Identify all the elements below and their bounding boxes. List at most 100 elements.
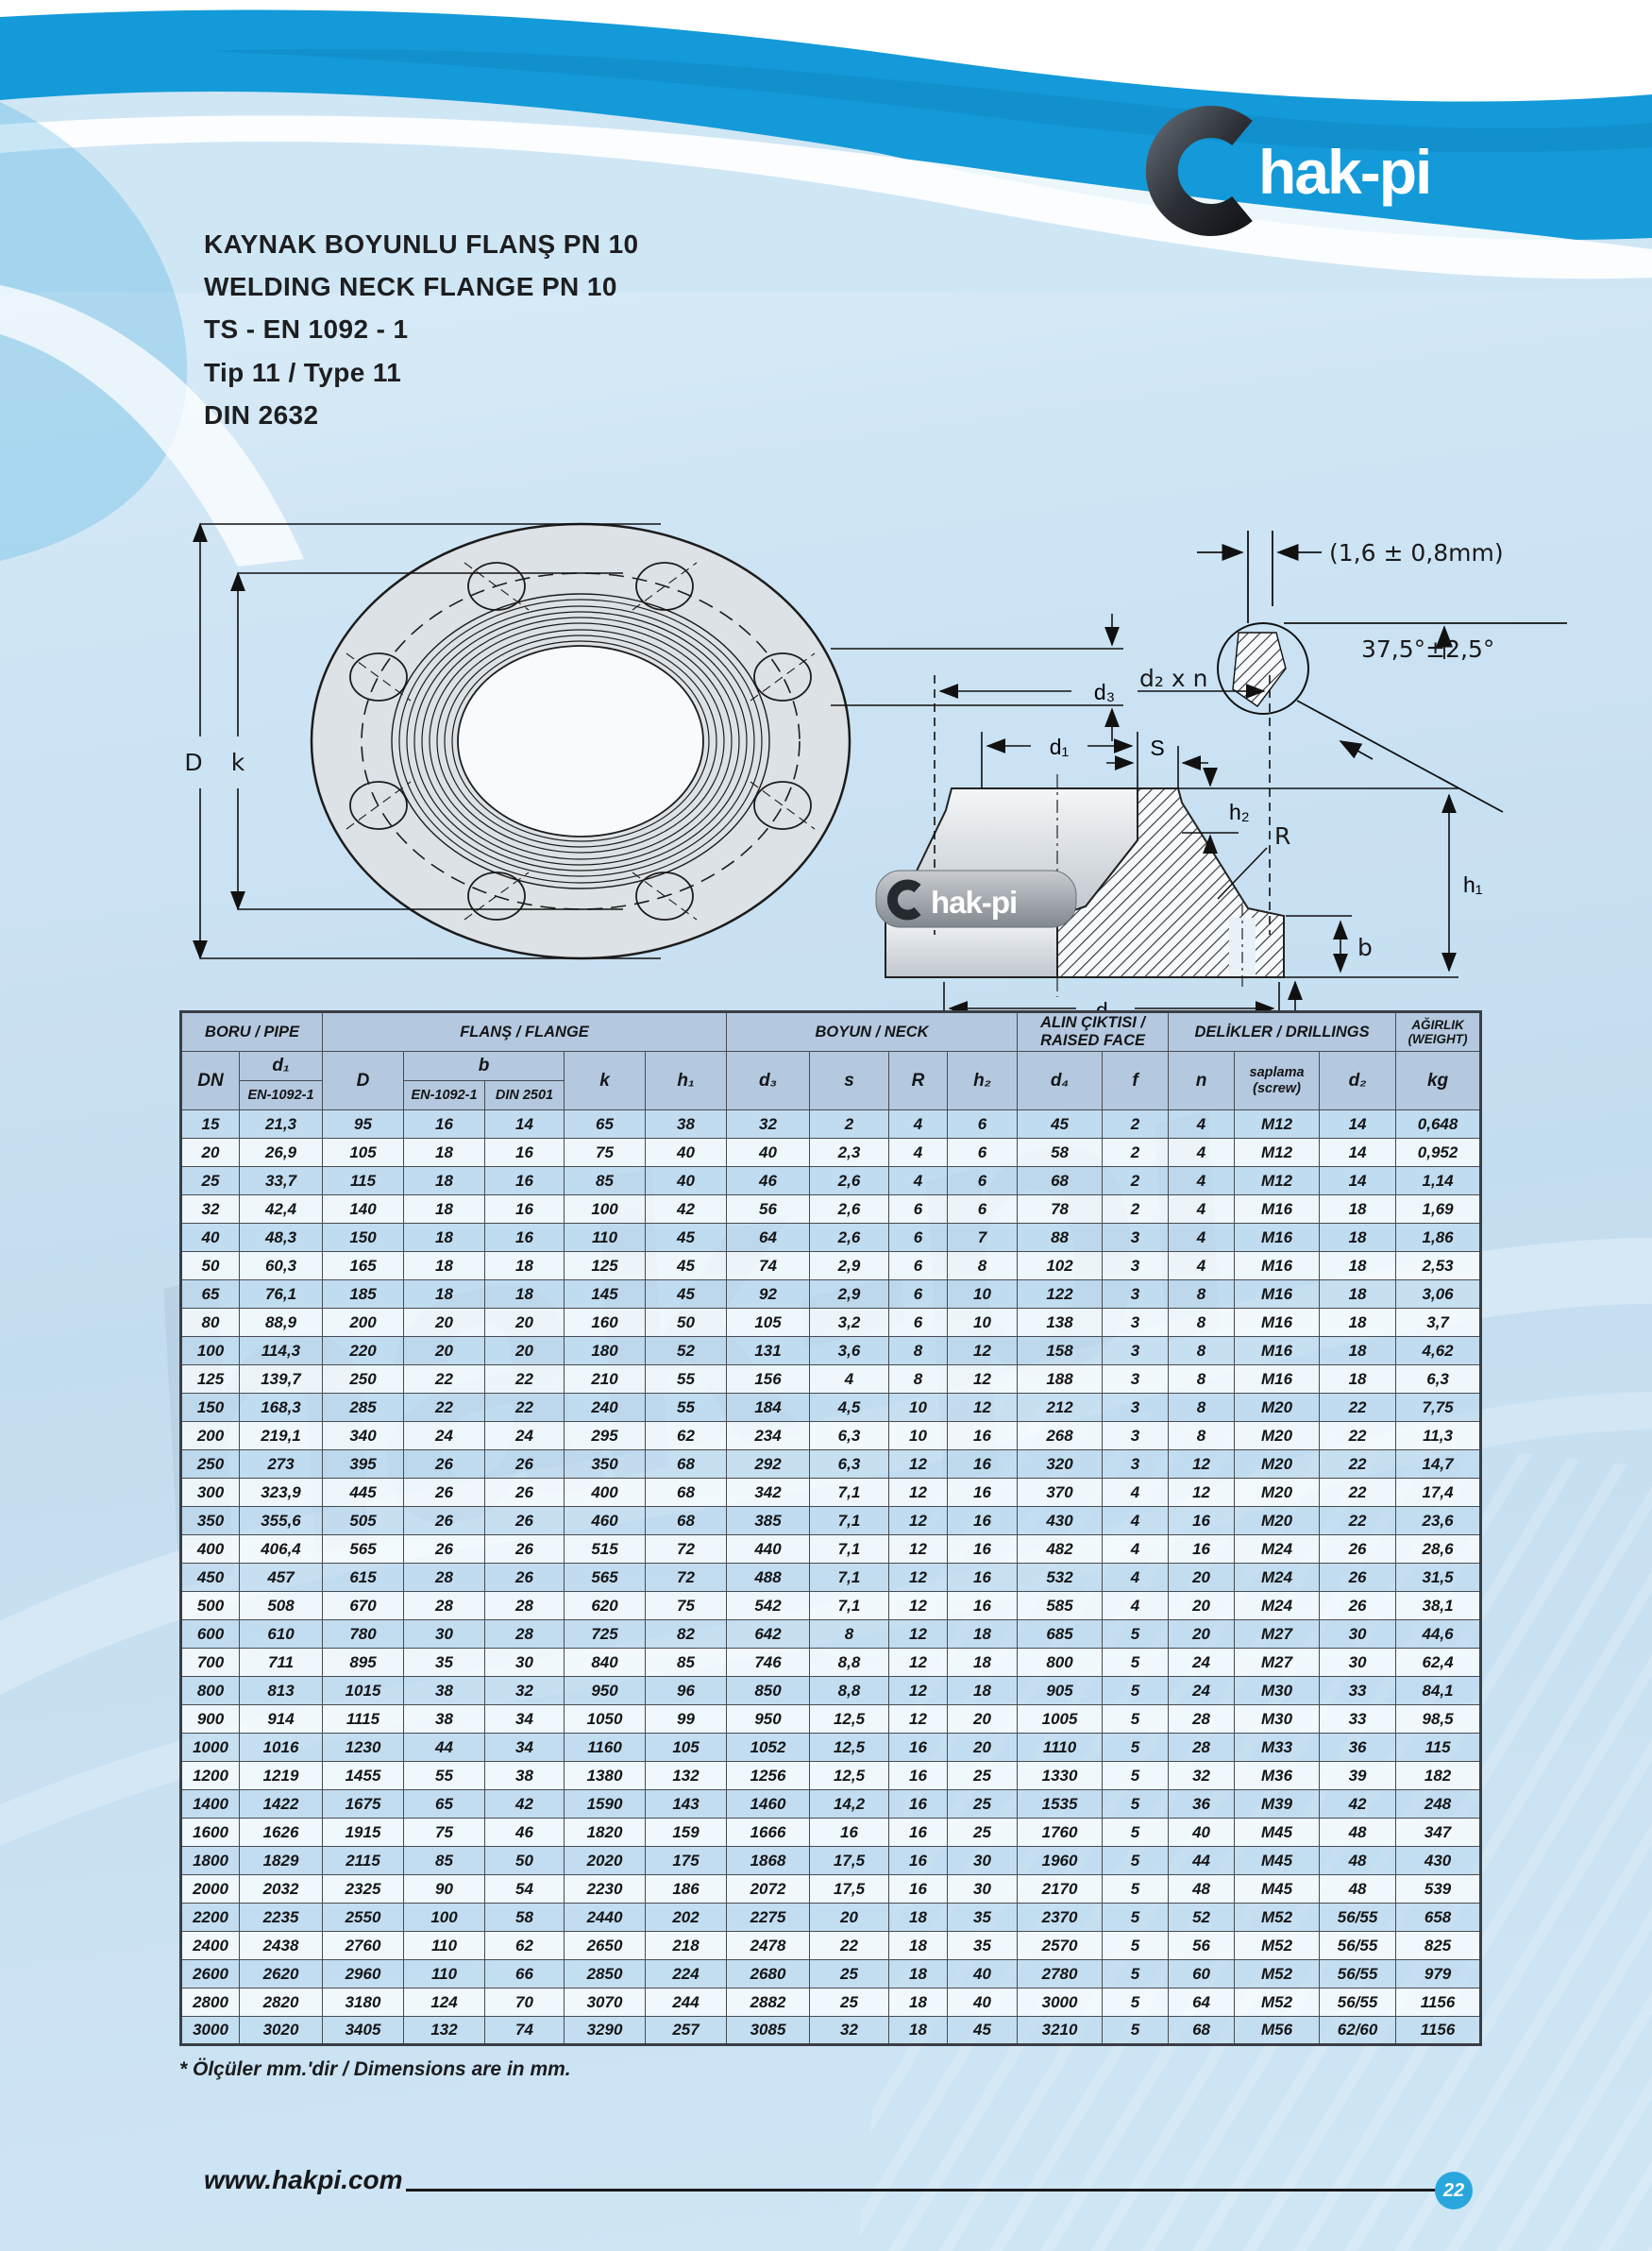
flange-section-view: hak-pi	[875, 675, 1458, 1025]
table-cell: 105	[322, 1138, 404, 1167]
table-cell: M24	[1234, 1563, 1321, 1592]
table-header-cell: BOYUN / NECK	[725, 1011, 1019, 1052]
table-cell: 482	[1017, 1534, 1104, 1564]
page-number-badge: 22	[1435, 2172, 1473, 2209]
table-cell: 22	[809, 1931, 889, 1960]
table-cell: 8	[1168, 1421, 1236, 1450]
table-cell: 66	[484, 1959, 565, 1989]
table-cell: 14	[1319, 1109, 1397, 1139]
table-cell: 50	[645, 1308, 727, 1337]
table-cell: 180	[564, 1336, 646, 1365]
table-cell: 1110	[1017, 1733, 1104, 1762]
table-cell: 3000	[180, 2016, 240, 2045]
table-cell: 150	[322, 1223, 404, 1252]
table-cell: 42	[484, 1789, 565, 1819]
table-cell: 55	[645, 1393, 727, 1422]
table-cell: 4	[809, 1364, 889, 1394]
table-cell: 12	[888, 1619, 948, 1649]
table-cell: 35	[403, 1648, 485, 1677]
table-cell: 184	[726, 1393, 810, 1422]
table-cell: M52	[1234, 1988, 1321, 2017]
table-cell: 3210	[1017, 2016, 1104, 2045]
table-cell: 5	[1102, 1733, 1170, 1762]
table-cell: 156	[726, 1364, 810, 1394]
table-cell: 6	[946, 1194, 1019, 1224]
table-cell: 2200	[180, 1903, 240, 1932]
table-cell: 4	[1102, 1563, 1170, 1592]
table-cell: 12	[888, 1648, 948, 1677]
table-cell: 12	[888, 1506, 948, 1535]
table-cell: 5	[1102, 1903, 1170, 1932]
table-cell: 30	[946, 1874, 1019, 1904]
table-header-cell: b	[403, 1051, 565, 1081]
table-cell: 2275	[726, 1903, 810, 1932]
table-cell: 6	[888, 1279, 948, 1309]
label-d2xn: d₂ x n	[1139, 665, 1207, 692]
table-cell: 36	[1168, 1789, 1236, 1819]
table-cell: 250	[322, 1364, 404, 1394]
table-header-cell: saplama (screw)	[1234, 1051, 1321, 1110]
table-cell: 914	[239, 1704, 323, 1734]
table-cell: 105	[645, 1733, 727, 1762]
table-cell: 42	[645, 1194, 727, 1224]
table-cell: 2	[1102, 1138, 1170, 1167]
table-cell: 48	[1319, 1874, 1397, 1904]
table-cell: 780	[322, 1619, 404, 1649]
table-cell: 26	[1319, 1534, 1397, 1564]
table-cell: 22	[1319, 1506, 1397, 1535]
table-cell: 56	[726, 1194, 810, 1224]
table-cell: 22	[484, 1393, 565, 1422]
table-cell: 3020	[239, 2016, 323, 2045]
table-cell: 565	[322, 1534, 404, 1564]
table-cell: 26	[403, 1449, 485, 1479]
table-cell: 1200	[180, 1761, 240, 1790]
table-cell: 1050	[564, 1704, 646, 1734]
table-cell: 58	[1017, 1138, 1104, 1167]
table-cell: 1666	[726, 1818, 810, 1847]
table-cell: 33	[1319, 1676, 1397, 1705]
table-cell: 539	[1395, 1874, 1482, 1904]
table-cell: 26	[1319, 1591, 1397, 1620]
table-cell: 25	[809, 1988, 889, 2017]
table-cell: 10	[888, 1421, 948, 1450]
table-cell: 12	[1168, 1449, 1236, 1479]
table-cell: 18	[484, 1279, 565, 1309]
table-cell: 250	[180, 1449, 240, 1479]
table-cell: M52	[1234, 1931, 1321, 1960]
table-cell: M27	[1234, 1619, 1321, 1649]
table-cell: 62	[484, 1931, 565, 1960]
table-cell: 234	[726, 1421, 810, 1450]
table-cell: 26	[484, 1449, 565, 1479]
table-cell: 26	[484, 1506, 565, 1535]
table-cell: 900	[180, 1704, 240, 1734]
table-cell: 75	[403, 1818, 485, 1847]
table-cell: 746	[726, 1648, 810, 1677]
table-cell: 92	[726, 1279, 810, 1309]
table-cell: 8	[946, 1251, 1019, 1280]
title-line-din: DIN 2632	[204, 399, 319, 430]
table-cell: 56/55	[1319, 1959, 1397, 1989]
table-cell: 5	[1102, 1789, 1170, 1819]
table-cell: 30	[946, 1846, 1019, 1875]
table-cell: 44,6	[1395, 1619, 1482, 1649]
table-cell: 2438	[239, 1931, 323, 1960]
table-cell: 55	[403, 1761, 485, 1790]
table-cell: 2000	[180, 1874, 240, 1904]
table-cell: 26	[484, 1478, 565, 1507]
table-cell: 1115	[322, 1704, 404, 1734]
table-cell: 18	[946, 1619, 1019, 1649]
table-cell: 56/55	[1319, 1931, 1397, 1960]
table-cell: 7,1	[809, 1506, 889, 1535]
table-cell: 18	[1319, 1223, 1397, 1252]
table-cell: 565	[564, 1563, 646, 1592]
table-cell: 7,1	[809, 1478, 889, 1507]
table-cell: 2,53	[1395, 1251, 1482, 1280]
table-header-cell: DN	[180, 1051, 240, 1110]
table-cell: 64	[1168, 1988, 1236, 2017]
table-cell: 45	[1017, 1109, 1104, 1139]
table-cell: 8,8	[809, 1676, 889, 1705]
